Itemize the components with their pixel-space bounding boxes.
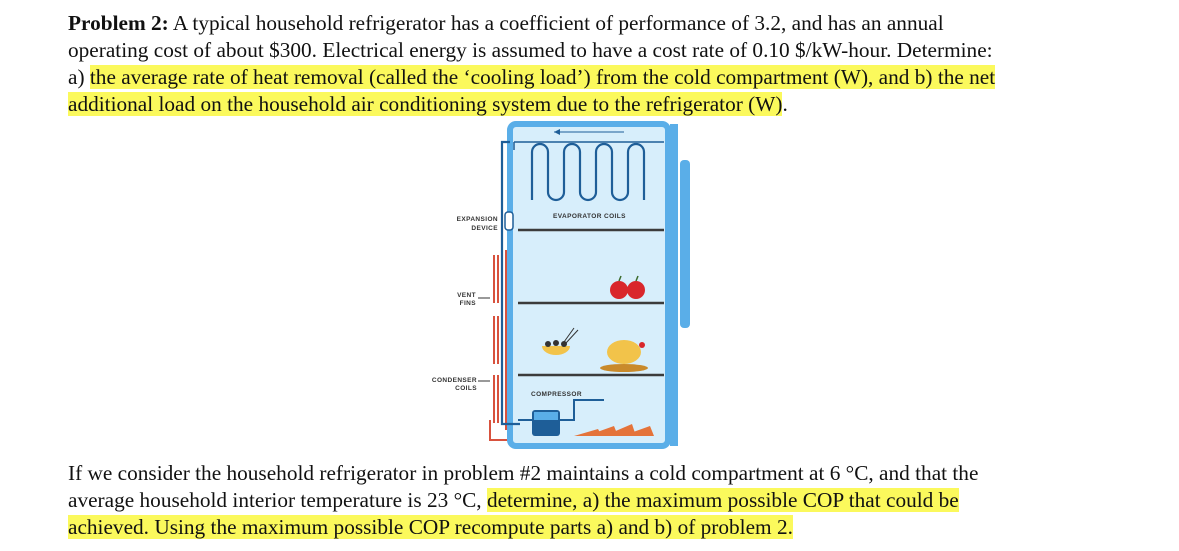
- highlight-question-b: additional load on the household air con…: [68, 92, 783, 116]
- evaporator-coils: [500, 140, 646, 426]
- problem-2-text: Problem 2: A typical household refrigera…: [68, 10, 1128, 118]
- fridge-door: [680, 160, 690, 328]
- problem-heading: Problem 2:: [68, 11, 169, 35]
- label-compressor: COMPRESSOR: [531, 391, 582, 398]
- label-coils: COILS: [455, 385, 477, 392]
- label-condenser: CONDENSER: [432, 377, 477, 384]
- shelves: [518, 228, 664, 377]
- fridge-door-edge: [670, 124, 678, 446]
- carrots: [574, 424, 654, 436]
- label-evaporator-coils: EVAPORATOR COILS: [553, 213, 626, 220]
- label-expansion: EXPANSION: [457, 216, 498, 223]
- label-device: DEVICE: [471, 225, 498, 232]
- problem-line-1: Problem 2: A typical household refrigera…: [68, 11, 944, 35]
- followup-line-3: achieved. Using the maximum possible COP…: [68, 514, 1128, 541]
- problem-line-2: operating cost of about $300. Electrical…: [68, 38, 993, 62]
- highlight-recompute: achieved. Using the maximum possible COP…: [68, 515, 793, 539]
- followup-line-1: If we consider the household refrigerato…: [68, 461, 979, 485]
- refrigerator-diagram: EVAPORATOR COILS EXPANSION DEVICE VENT F…: [432, 121, 690, 449]
- followup-line-2: average household interior temperature i…: [68, 488, 959, 512]
- highlight-question-a: the average rate of heat removal (called…: [89, 65, 996, 89]
- highlight-max-cop: determine, a) the maximum possible COP t…: [486, 488, 959, 512]
- problem-line-4: additional load on the household air con…: [68, 92, 788, 116]
- compressor: [518, 399, 604, 436]
- label-vent: VENT: [457, 292, 476, 299]
- label-fins: FINS: [460, 300, 477, 307]
- bowl: [542, 327, 579, 355]
- roast-chicken: [600, 340, 648, 372]
- apples: [610, 275, 645, 299]
- problem-line-3: a) the average rate of heat removal (cal…: [68, 65, 996, 89]
- followup-text: If we consider the household refrigerato…: [68, 460, 1128, 541]
- expansion-device: [504, 211, 514, 231]
